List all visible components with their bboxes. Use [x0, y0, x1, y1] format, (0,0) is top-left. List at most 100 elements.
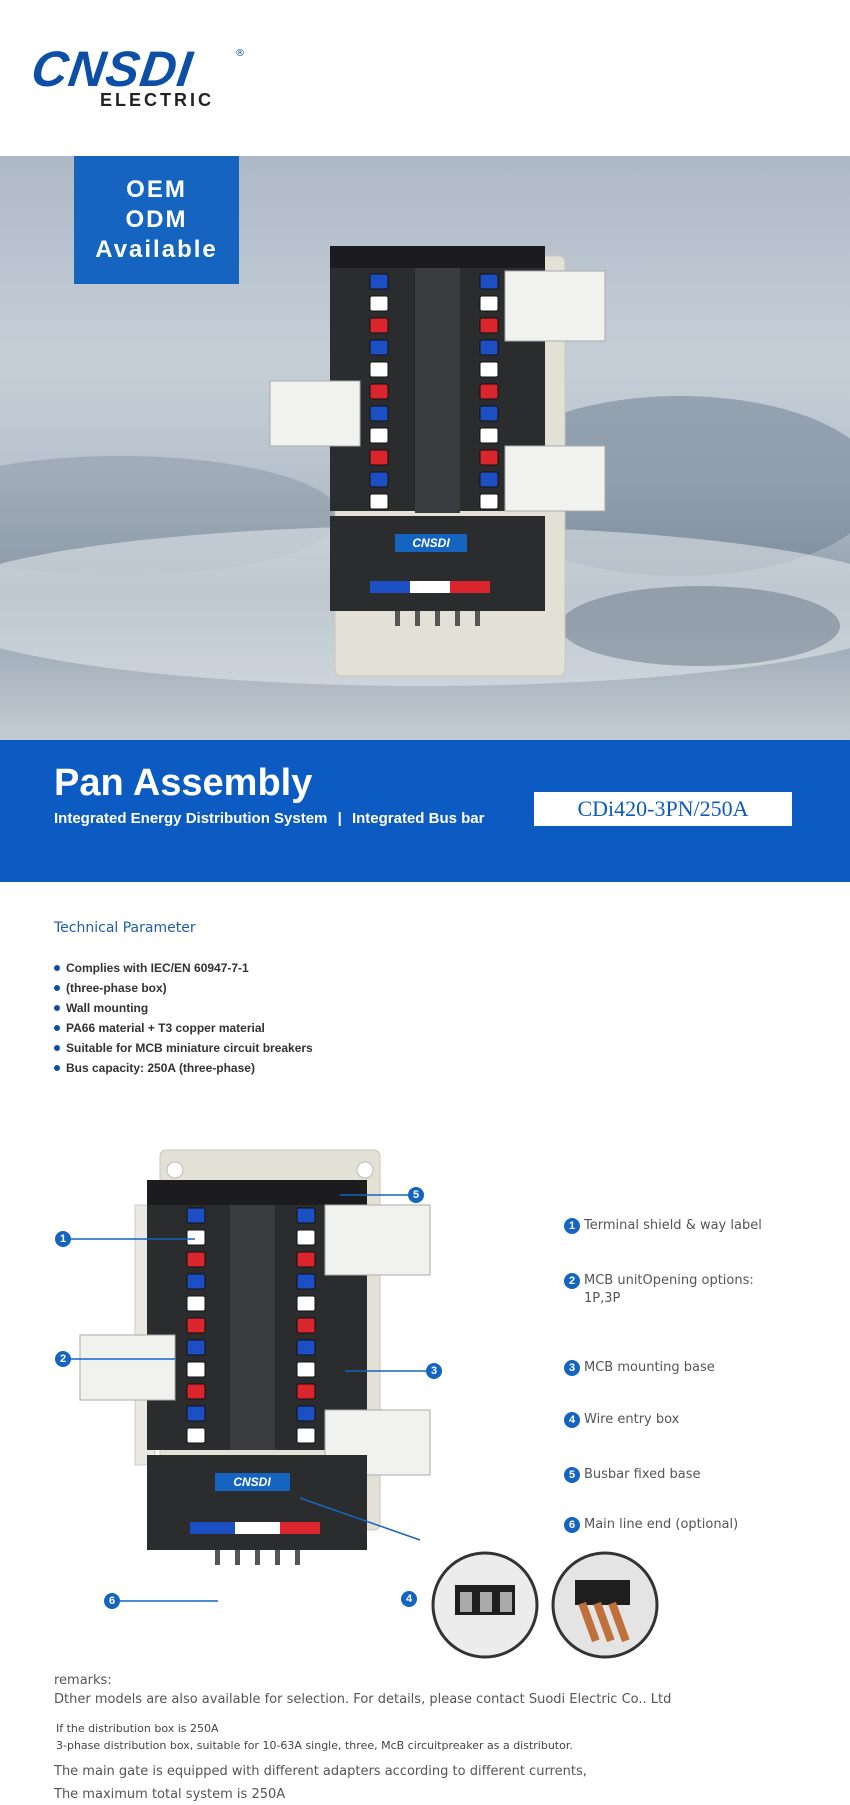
- terminal-block: [186, 1383, 206, 1400]
- terminal-block: [369, 493, 389, 510]
- terminal-block: [369, 273, 389, 290]
- oem-odm-badge: OEM ODM Available: [74, 156, 239, 284]
- terminal-block: [296, 1295, 316, 1312]
- legend-text: Wire entry box: [584, 1412, 680, 1427]
- subtitle-right: Integrated Bus bar: [351, 810, 485, 827]
- terminal-block: [479, 427, 499, 444]
- terminal-block: [479, 317, 499, 334]
- legend-item-2: 2 MCB unitOpening options: 1P,3P: [564, 1272, 834, 1308]
- brand-logo: CNSDI: [28, 41, 197, 97]
- remarks-label: remarks:: [54, 1673, 112, 1688]
- terminal-block: [186, 1229, 206, 1246]
- terminal-block: [296, 1427, 316, 1444]
- legend-text: MCB unitOpening options: 1P,3P: [584, 1273, 754, 1306]
- model-number-box: CDi420-3PN/250A: [534, 792, 792, 826]
- diagram-illustration: CNSDI: [63, 1149, 659, 1659]
- terminal-block: [296, 1405, 316, 1422]
- terminal-block: [369, 317, 389, 334]
- terminal-block: [479, 273, 499, 290]
- list-item: Complies with IEC/EN 60947-7-1: [54, 958, 313, 978]
- legend-item-1: 1 Terminal shield & way label: [564, 1217, 834, 1235]
- terminal-block: [296, 1317, 316, 1334]
- list-item: PA66 material + T3 copper material: [54, 1018, 313, 1038]
- terminal-block: [296, 1339, 316, 1356]
- list-item: Bus capacity: 250A (three-phase): [54, 1058, 313, 1078]
- terminal-block: [296, 1251, 316, 1268]
- terminal-block: [479, 295, 499, 312]
- subtitle-separator: |: [337, 810, 342, 827]
- remarks-line-3: 3-phase distribution box, suitable for 1…: [56, 1739, 573, 1752]
- legend-number: 4: [564, 1412, 580, 1428]
- terminal-block: [369, 339, 389, 356]
- legend-item-6: 6 Main line end (optional): [564, 1516, 834, 1534]
- legend-item-4: 4 Wire entry box: [564, 1411, 834, 1429]
- list-item: (three-phase box): [54, 978, 313, 998]
- terminal-block: [186, 1361, 206, 1378]
- callout-marker-6: 6: [104, 1593, 120, 1609]
- callout-marker-5: 5: [408, 1187, 424, 1203]
- legend-item-5: 5 Busbar fixed base: [564, 1466, 834, 1484]
- terminal-block: [296, 1273, 316, 1290]
- terminal-block: [369, 383, 389, 400]
- terminal-block: [479, 383, 499, 400]
- terminal-block: [186, 1207, 206, 1224]
- product-title: Pan Assembly: [54, 762, 313, 804]
- remarks-line-4: The main gate is equipped with different…: [54, 1764, 587, 1779]
- remarks-line-5: The maximum total system is 250A: [54, 1787, 286, 1802]
- legend-text: Busbar fixed base: [584, 1467, 701, 1482]
- callout-marker-1: 1: [55, 1231, 71, 1247]
- list-item: Wall mounting: [54, 998, 313, 1018]
- callout-marker-2: 2: [55, 1351, 71, 1367]
- legend-number: 6: [564, 1517, 580, 1533]
- callout-marker-3: 3: [426, 1363, 442, 1379]
- legend-number: 2: [564, 1273, 580, 1289]
- brand-subtitle: ELECTRIC: [100, 90, 214, 110]
- legend-number: 1: [564, 1218, 580, 1234]
- technical-parameter-heading: Technical Parameter: [54, 920, 196, 936]
- terminal-block: [186, 1405, 206, 1422]
- remarks-line-2: If the distribution box is 250A: [56, 1722, 219, 1735]
- terminal-block: [186, 1295, 206, 1312]
- subtitle-left: Integrated Energy Distribution System: [54, 810, 328, 827]
- terminal-block: [186, 1273, 206, 1290]
- terminal-block: [369, 427, 389, 444]
- terminal-block: [479, 405, 499, 422]
- legend-item-3: 3 MCB mounting base: [564, 1359, 834, 1377]
- legend-text: Main line end (optional): [584, 1517, 739, 1532]
- registered-mark: ®: [235, 48, 245, 59]
- legend-text: Terminal shield & way label: [584, 1218, 762, 1233]
- remarks-line-1: Dther models are also available for sele…: [54, 1692, 672, 1707]
- terminal-block: [479, 493, 499, 510]
- technical-parameter-list: Complies with IEC/EN 60947-7-1 (three-ph…: [54, 958, 313, 1078]
- terminal-block: [479, 449, 499, 466]
- hero-image: CNSDI: [0, 156, 850, 740]
- legend-number: 3: [564, 1360, 580, 1376]
- annotated-diagram: CNSDI 1 2 3 4 5 6: [0, 1140, 850, 1670]
- legend-text: MCB mounting base: [584, 1360, 715, 1375]
- terminal-block: [479, 339, 499, 356]
- terminal-block: [296, 1229, 316, 1246]
- terminal-block: [186, 1317, 206, 1334]
- terminal-block: [369, 471, 389, 488]
- hero-box-brand: CNSDI: [412, 536, 450, 550]
- terminal-block: [296, 1383, 316, 1400]
- terminal-block: [296, 1361, 316, 1378]
- hero-product-illustration: CNSDI: [0, 246, 850, 686]
- terminal-block: [479, 471, 499, 488]
- terminal-block: [369, 449, 389, 466]
- terminal-block: [369, 361, 389, 378]
- terminal-block: [186, 1251, 206, 1268]
- terminal-block: [296, 1207, 316, 1224]
- legend-number: 5: [564, 1467, 580, 1483]
- terminal-block: [186, 1427, 206, 1444]
- oem-line: OEM: [126, 176, 187, 203]
- product-subtitle: Integrated Energy Distribution System | …: [54, 810, 484, 827]
- terminal-block: [479, 361, 499, 378]
- diagram-box-brand: CNSDI: [233, 1475, 271, 1489]
- terminal-block: [369, 295, 389, 312]
- terminal-block: [186, 1339, 206, 1356]
- list-item: Suitable for MCB miniature circuit break…: [54, 1038, 313, 1058]
- available-line: Available: [95, 236, 218, 263]
- terminal-block: [369, 405, 389, 422]
- callout-marker-4: 4: [401, 1591, 417, 1607]
